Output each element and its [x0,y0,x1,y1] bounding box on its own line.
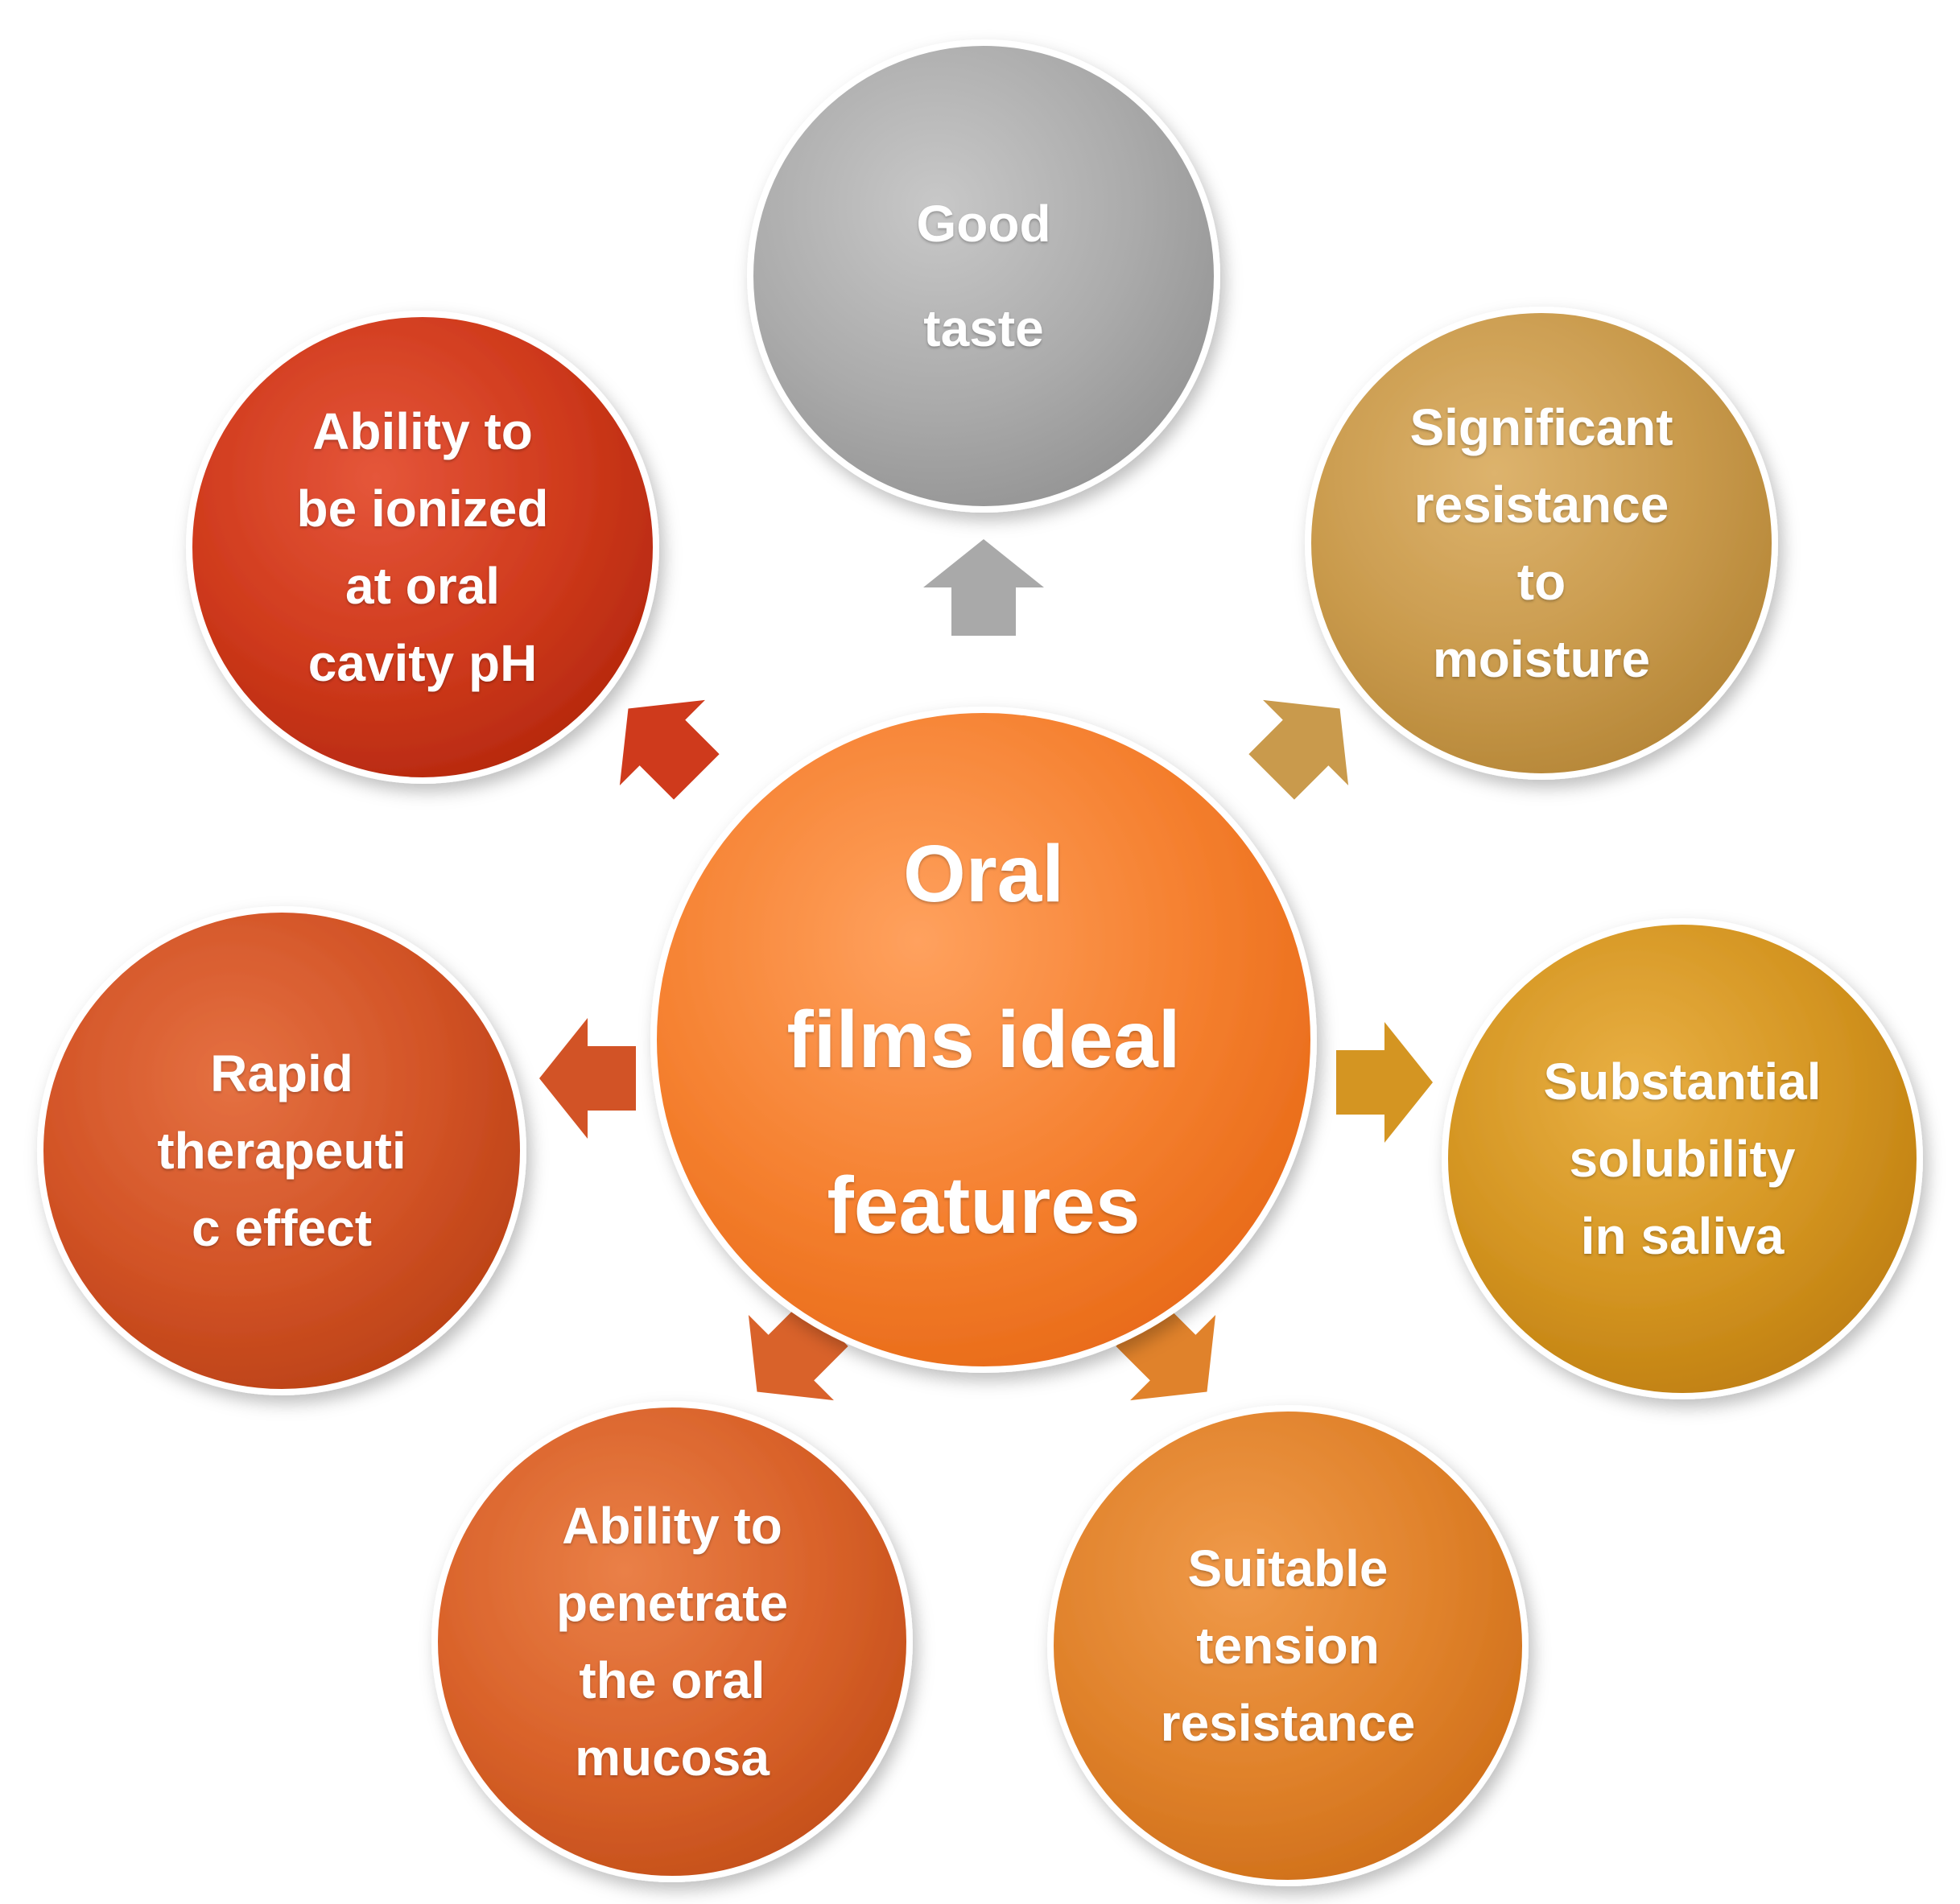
feature-circle-solubility [1442,918,1923,1399]
feature-circle-mucosa [431,1401,913,1882]
feature-circle-tension [1047,1405,1529,1886]
arrow-right-icon [1336,1022,1433,1143]
feature-circle-taste [747,39,1220,513]
feature-circle-therapeutic [37,906,526,1395]
feature-circle-moisture [1305,307,1778,780]
arrow-up-right-icon [1248,699,1349,800]
arrow-up-icon [923,539,1044,636]
center-circle [650,707,1317,1373]
feature-circle-ionized [186,311,659,784]
arrow-up-left-icon [619,699,720,800]
arrow-left-icon [539,1018,636,1139]
